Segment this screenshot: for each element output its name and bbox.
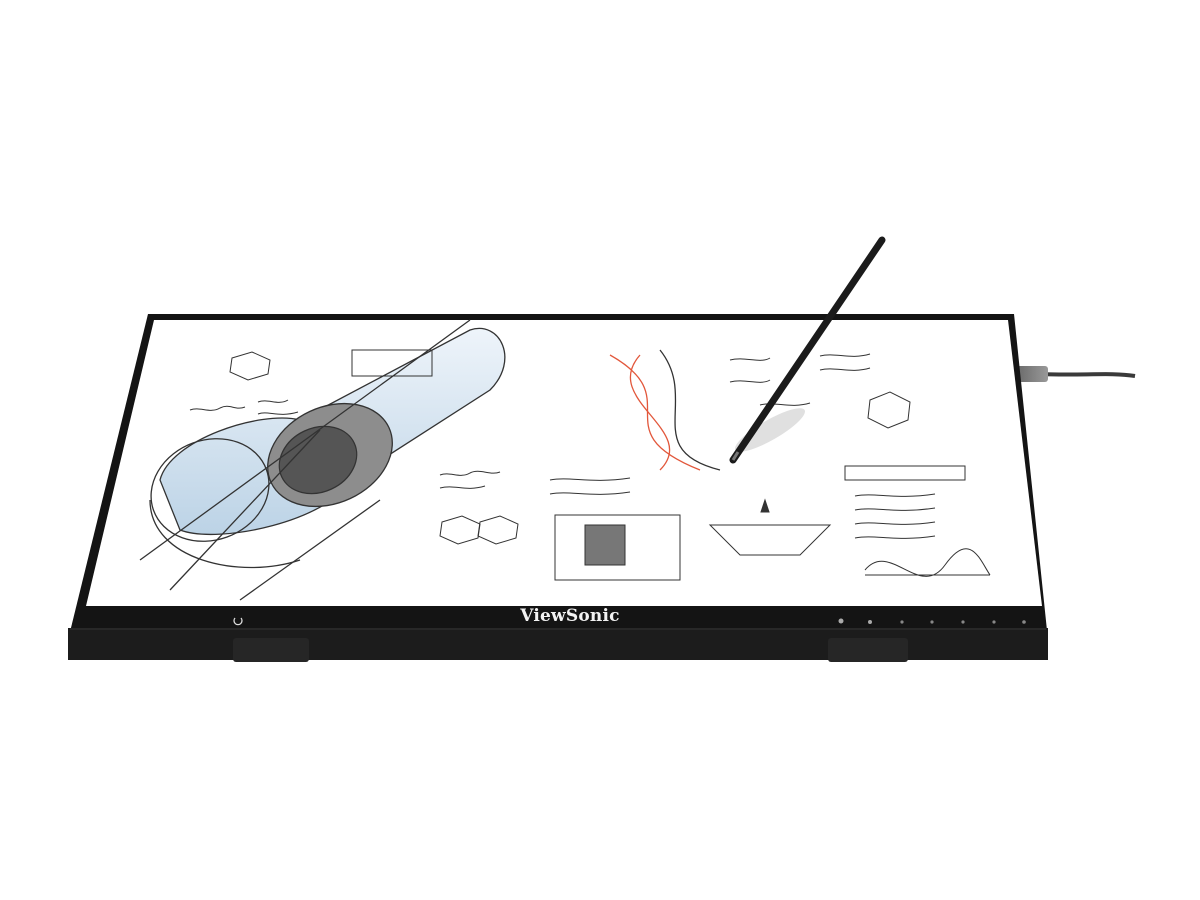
dot-icon[interactable] (900, 620, 904, 624)
stylus (729, 236, 886, 464)
brand-logo: ViewSonic (520, 606, 620, 626)
dot-icon[interactable] (930, 620, 934, 624)
foot-right (828, 638, 908, 662)
foot-left (233, 638, 309, 662)
usb-c-cable (1039, 372, 1136, 378)
dot-icon[interactable] (1022, 620, 1026, 624)
usb-c-connector (1014, 366, 1048, 382)
sketch-dna (609, 349, 721, 471)
pen-icon[interactable] (838, 618, 844, 624)
stylus-shadow (735, 408, 805, 452)
screen (86, 320, 1042, 606)
sketch-notes (189, 349, 991, 581)
dot-icon[interactable] (992, 620, 996, 624)
sketch-cylinder (139, 319, 506, 601)
bezel-bottom-edge (68, 628, 1048, 660)
power-icon[interactable] (233, 617, 243, 626)
dot-icon[interactable] (868, 620, 872, 624)
dot-icon[interactable] (961, 620, 965, 624)
